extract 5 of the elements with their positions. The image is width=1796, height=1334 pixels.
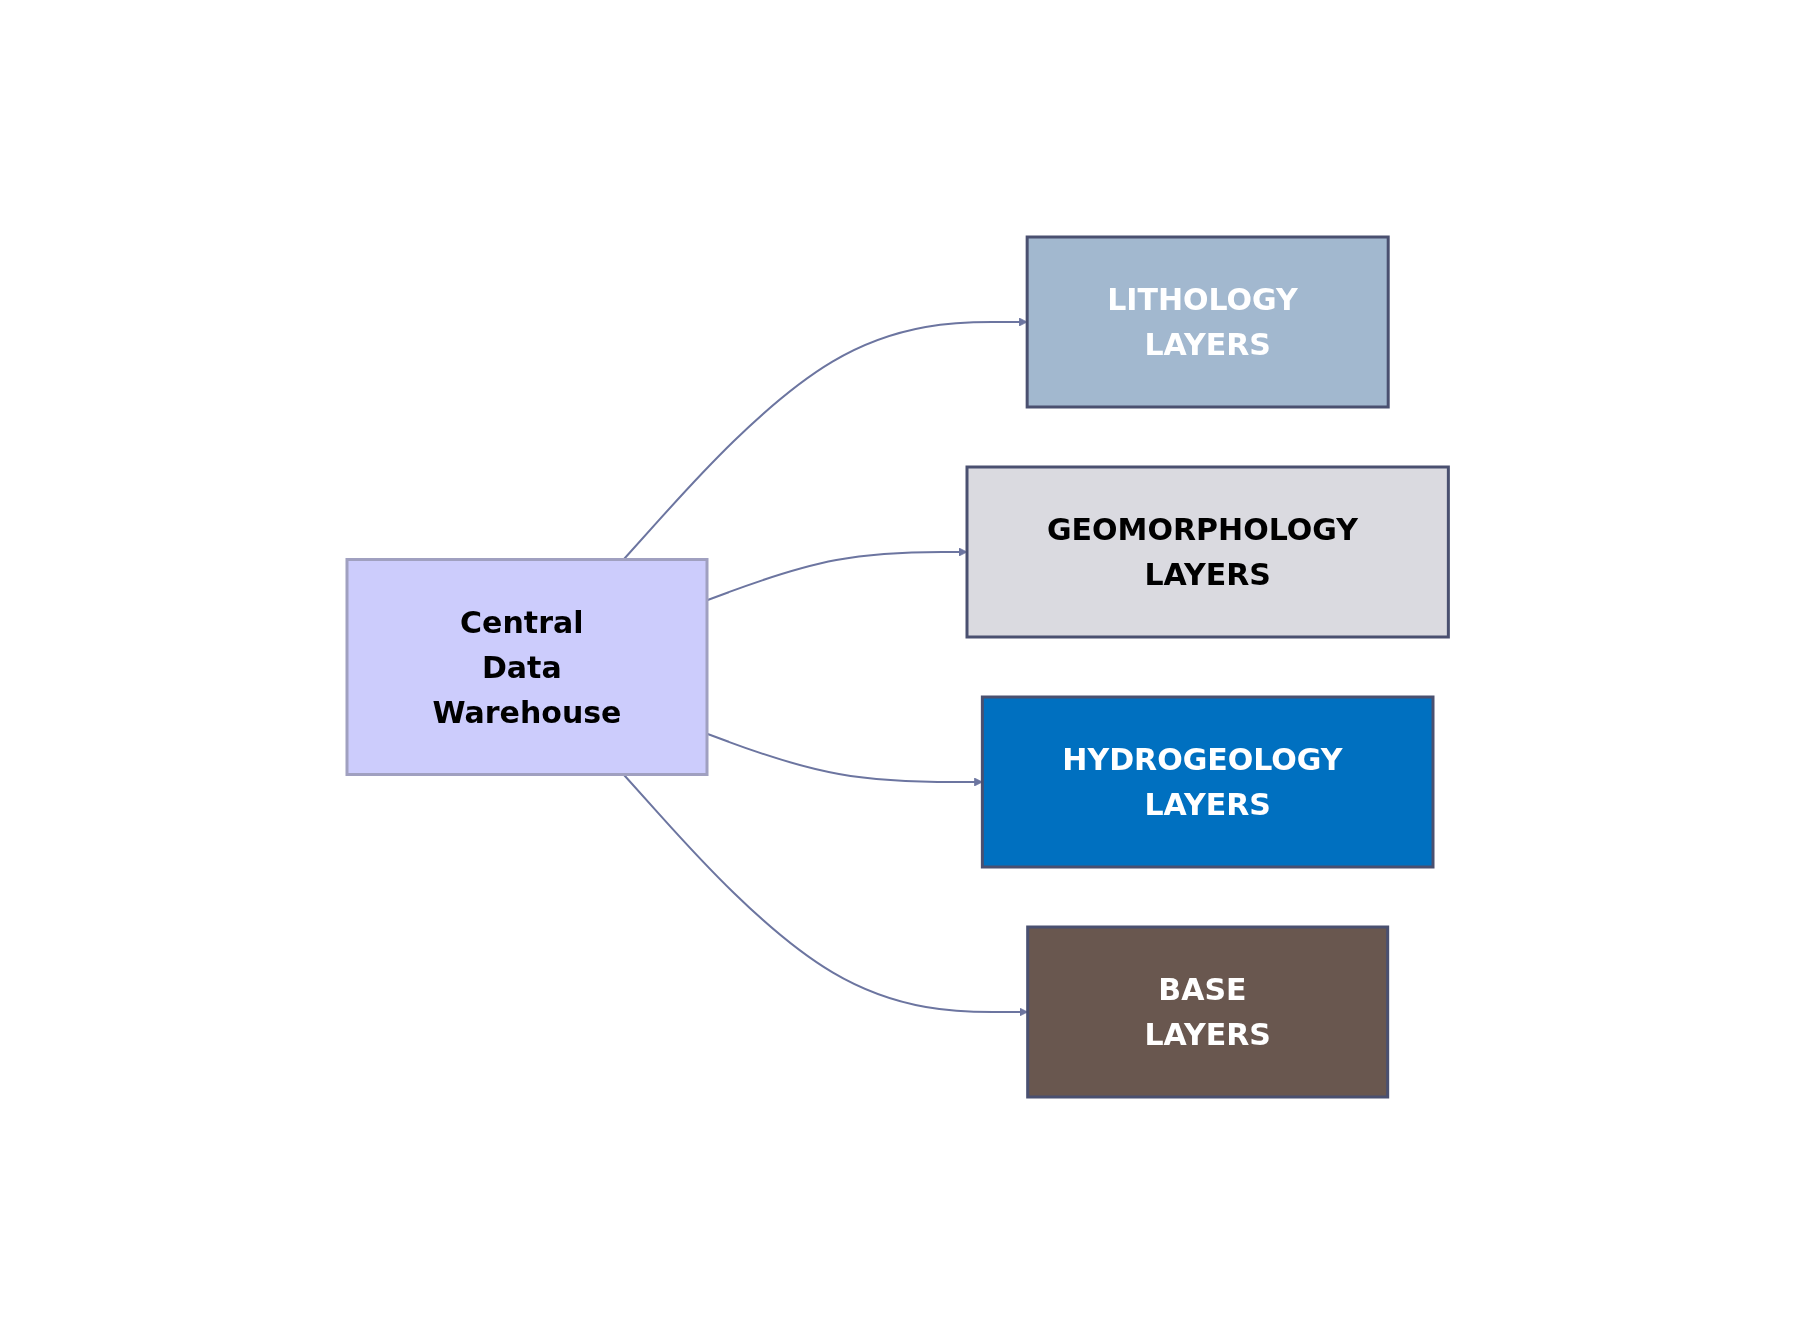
node-box: HYDROGEOLOGY LAYERS xyxy=(981,695,1435,869)
node-box: LITHOLOGY LAYERS xyxy=(1025,235,1390,409)
node-box: Central Data Warehouse xyxy=(345,558,709,776)
node-box: GEOMORPHOLOGY LAYERS xyxy=(965,465,1451,639)
node-box: BASE LAYERS xyxy=(1026,925,1390,1099)
